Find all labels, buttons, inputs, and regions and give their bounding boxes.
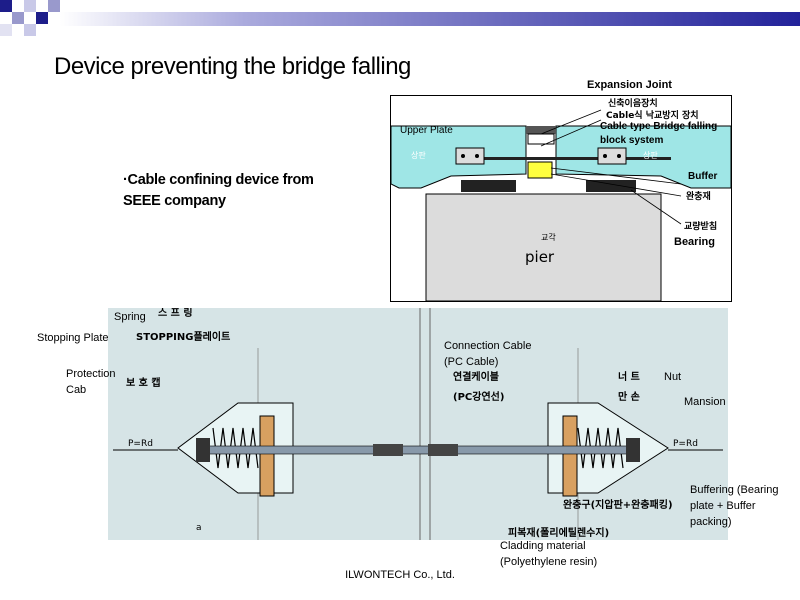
- header-pattern: [0, 0, 800, 36]
- label-connection-2: (PC Cable): [444, 356, 499, 368]
- kor-mansion: 만 손: [618, 390, 640, 403]
- label-buffer: Buffer: [688, 171, 718, 182]
- label-stopping-plate: Stopping Plate: [37, 332, 109, 344]
- label-cladding-1: Cladding material: [500, 540, 586, 552]
- label-mansion: Mansion: [684, 396, 726, 408]
- cable-device-drawing: P=Rd P=Rd a 스 프 링 STOPPING플레이트 보 호 캡 연결케…: [108, 308, 728, 540]
- label-bearing: Bearing: [674, 236, 715, 248]
- slide-title: Device preventing the bridge falling: [54, 53, 411, 80]
- kor-upper-left: 상판: [411, 150, 426, 160]
- kor-pier: 교각: [541, 232, 556, 242]
- label-korean-2: Cable식 낙교방지 장치: [606, 111, 699, 121]
- bullet-text: ·Cable confining device from SEEE compan…: [123, 170, 363, 212]
- kor-protection: 보 호 캡: [126, 376, 161, 389]
- label-cable-type-2: block system: [600, 135, 664, 146]
- kor-spring: 스 프 링: [158, 308, 193, 319]
- cross-section-diagram: 교각 pier 상판 상판: [390, 95, 732, 302]
- kor-stopping: STOPPING플레이트: [136, 330, 230, 343]
- label-protection-1: Protection: [66, 368, 116, 380]
- kor-cladding: 피복재(폴리에틸렌수지): [508, 526, 609, 539]
- kor-connection: 연결케이블: [453, 370, 499, 383]
- a-label: a: [196, 523, 202, 533]
- kor-upper-right: 상판: [643, 150, 658, 160]
- kor-nut: 너 트: [618, 370, 640, 383]
- label-expansion-joint: Expansion Joint: [587, 79, 672, 91]
- label-korean-1: 신축이음장치: [608, 99, 658, 109]
- bullet-line-1: ·Cable confining device from: [123, 172, 314, 188]
- label-spring: Spring: [114, 311, 146, 323]
- label-connection-1: Connection Cable: [444, 340, 532, 352]
- kor-buffering: 완충구(지압판+완충패킹): [563, 498, 673, 511]
- cross-section-drawing: 교각 pier 상판 상판: [391, 109, 731, 301]
- label-cable-type-1: Cable type Bridge falling: [600, 121, 718, 132]
- pier-label: pier: [525, 248, 555, 266]
- label-cladding-2: (Polyethylene resin): [500, 556, 598, 568]
- footer-company: ILWONTECH Co., Ltd.: [345, 569, 455, 581]
- label-buffering-1: Buffering (Bearing: [690, 484, 779, 496]
- bullet-line-2: SEEE company: [123, 193, 226, 209]
- label-nut: Nut: [664, 371, 682, 383]
- label-korean-buffer: 완충재: [686, 192, 711, 202]
- label-buffering-2: plate + Buffer: [690, 500, 756, 512]
- label-buffering-3: packing): [690, 516, 732, 528]
- label-protection-2: Cab: [66, 384, 87, 396]
- kor-connection-2: (PC강연선): [453, 390, 504, 403]
- label-upper-plate: Upper Plate: [400, 125, 453, 136]
- label-korean-bearing: 교량받침: [684, 222, 718, 232]
- p-right-label: P=Rd: [673, 439, 698, 449]
- header-band: [0, 0, 800, 40]
- p-left-label: P=Rd: [128, 439, 153, 449]
- cable-device-svg: P=Rd P=Rd a 스 프 링 STOPPING플레이트 보 호 캡 연결케…: [113, 308, 723, 540]
